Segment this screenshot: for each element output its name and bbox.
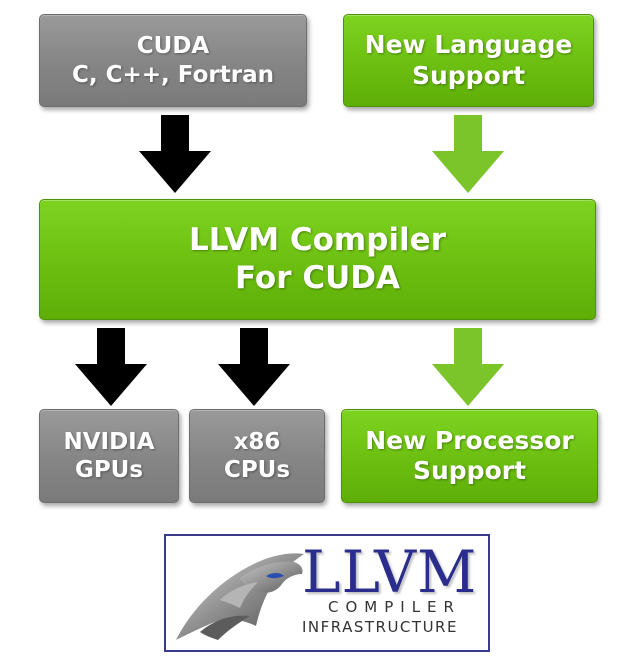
new-language-box-line2: Support (411, 60, 526, 90)
new-processor-box-line1: New Processor (365, 425, 574, 455)
nvidia-gpus-box: NVIDIA GPUs (39, 409, 179, 503)
new-language-box-line1: New Language (364, 30, 573, 59)
llvm-logo-word: LLVM (302, 538, 478, 606)
x86-box-line2: CPUs (223, 457, 291, 483)
cuda-box: CUDA C, C++, Fortran (39, 14, 307, 107)
x86-box-line1: x86 (233, 428, 281, 455)
arrow-down-black-nvidia (75, 328, 147, 406)
new-processor-support-box: New Processor Support (341, 409, 598, 503)
llvm-logo: LLVM COMPILER INFRASTRUCTURE (164, 534, 490, 652)
arrow-down-black-cuda (139, 115, 211, 193)
llvm-logo-compiler: COMPILER (328, 598, 461, 616)
cuda-box-line2: C, C++, Fortran (72, 61, 274, 88)
x86-cpus-box: x86 CPUs (189, 409, 325, 503)
llvm-compiler-box-line1: LLVM Compiler (189, 221, 446, 258)
llvm-logo-infrastructure: INFRASTRUCTURE (302, 618, 458, 636)
arrow-down-green-new-processor (432, 328, 504, 406)
nvidia-box-line1: NVIDIA (63, 428, 155, 455)
new-language-support-box: New Language Support (343, 14, 594, 107)
llvm-compiler-box-line2: For CUDA (235, 259, 400, 296)
arrow-down-black-x86 (218, 328, 290, 406)
cuda-box-line1: CUDA (136, 33, 210, 60)
arrow-down-green-new-language (432, 115, 504, 193)
llvm-dragon-icon (176, 553, 304, 640)
new-processor-box-line2: Support (412, 456, 527, 485)
llvm-compiler-box: LLVM Compiler For CUDA (39, 199, 596, 320)
nvidia-box-line2: GPUs (74, 457, 144, 483)
